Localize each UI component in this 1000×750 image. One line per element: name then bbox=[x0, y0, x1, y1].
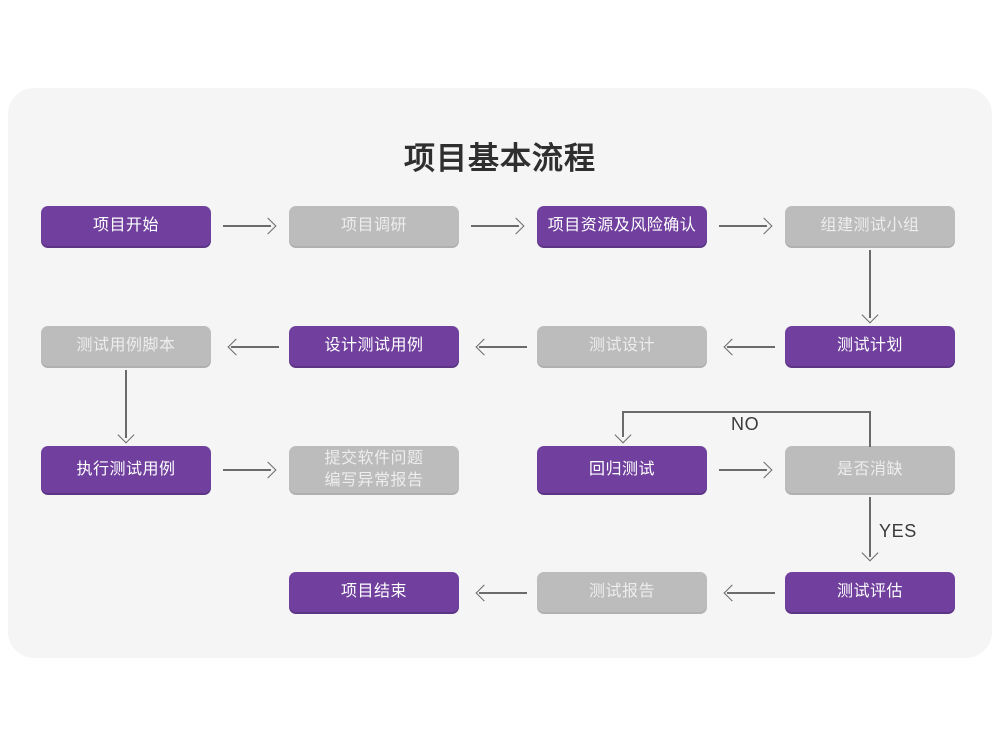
arrow-evaluation-to-report bbox=[727, 592, 775, 594]
arrow-research-to-resource bbox=[471, 225, 519, 227]
node-label: 回归测试 bbox=[588, 460, 655, 478]
arrow-team-to-plan bbox=[869, 250, 871, 318]
node-project-start[interactable]: 项目开始 bbox=[41, 206, 211, 246]
node-project-research[interactable]: 项目调研 bbox=[289, 206, 459, 246]
node-test-evaluation[interactable]: 测试评估 bbox=[785, 572, 955, 612]
node-label: 项目结束 bbox=[340, 583, 407, 600]
node-label: 项目调研 bbox=[340, 217, 407, 234]
node-test-design[interactable]: 测试设计 bbox=[537, 326, 707, 366]
arrow-regression-to-decision bbox=[719, 469, 767, 471]
node-label-line2: 编写异常报告 bbox=[324, 471, 424, 489]
edge-label-yes: YES bbox=[879, 521, 917, 541]
arrow-execute-to-submit bbox=[223, 469, 271, 471]
node-label: 项目开始 bbox=[92, 217, 159, 234]
flowchart-card bbox=[8, 88, 992, 658]
edge-label-no: NO bbox=[731, 414, 760, 434]
no-loop-top-segment bbox=[622, 411, 871, 413]
node-submit-defect-report[interactable]: 提交软件问题 编写异常报告 bbox=[289, 446, 459, 493]
node-label: 组建测试小组 bbox=[820, 217, 920, 234]
node-label: 执行测试用例 bbox=[76, 460, 176, 478]
node-design-test-case[interactable]: 设计测试用例 bbox=[289, 326, 459, 366]
arrow-resource-to-team bbox=[719, 225, 767, 227]
node-defect-cleared-decision[interactable]: 是否消缺 bbox=[785, 446, 955, 493]
page-title: 项目基本流程 bbox=[404, 141, 596, 176]
node-label: 设计测试用例 bbox=[324, 337, 424, 354]
node-label-line1: 提交软件问题 bbox=[324, 449, 424, 467]
node-label: 测试评估 bbox=[836, 583, 903, 600]
arrow-decision-to-evaluation bbox=[869, 497, 871, 557]
arrow-case-to-script bbox=[231, 346, 279, 348]
node-label: 是否消缺 bbox=[836, 460, 903, 478]
node-test-case-script[interactable]: 测试用例脚本 bbox=[41, 326, 211, 366]
node-execute-test-case[interactable]: 执行测试用例 bbox=[41, 446, 211, 493]
node-label: 测试报告 bbox=[588, 583, 655, 600]
arrow-script-to-execute bbox=[125, 370, 127, 438]
node-label: 测试设计 bbox=[588, 337, 655, 354]
node-regression-test[interactable]: 回归测试 bbox=[537, 446, 707, 493]
arrow-design-to-case bbox=[479, 346, 527, 348]
node-test-plan[interactable]: 测试计划 bbox=[785, 326, 955, 366]
node-label: 测试计划 bbox=[836, 337, 903, 354]
node-project-end[interactable]: 项目结束 bbox=[289, 572, 459, 612]
node-label: 测试用例脚本 bbox=[76, 337, 176, 354]
arrow-start-to-research bbox=[223, 225, 271, 227]
arrow-plan-to-design bbox=[727, 346, 775, 348]
node-label: 项目资源及风险确认 bbox=[547, 217, 697, 234]
node-form-test-team[interactable]: 组建测试小组 bbox=[785, 206, 955, 246]
no-loop-right-segment bbox=[869, 412, 871, 447]
arrow-report-to-end bbox=[479, 592, 527, 594]
node-test-report[interactable]: 测试报告 bbox=[537, 572, 707, 612]
node-label-multiline: 提交软件问题 编写异常报告 bbox=[324, 448, 423, 492]
no-loop-left-segment bbox=[622, 411, 624, 437]
node-resource-risk-confirm[interactable]: 项目资源及风险确认 bbox=[537, 206, 707, 246]
